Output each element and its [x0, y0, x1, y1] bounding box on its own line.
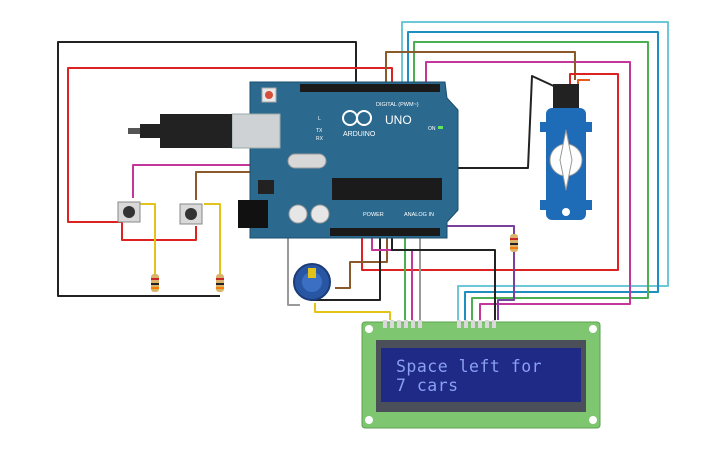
- capacitor-2: [310, 204, 330, 224]
- board-logo-text: ARDUINO: [343, 131, 376, 138]
- wire-blue[interactable]: [407, 31, 659, 320]
- arduino-logo: ARDUINO UNO: [342, 110, 412, 138]
- resistor-3[interactable]: [510, 234, 518, 252]
- wire-yellow-r2[interactable]: [204, 203, 221, 275]
- lcd-pins: [383, 320, 496, 328]
- crystal: [287, 153, 327, 169]
- digital-label: DIGITAL (PWM~): [376, 102, 419, 108]
- on-label: ON: [428, 126, 436, 132]
- digital-header[interactable]: [300, 84, 440, 92]
- lcd-line-1: Space left for: [396, 357, 543, 376]
- wire-red-servo[interactable]: [361, 73, 619, 271]
- wire-yellow-pot[interactable]: [314, 303, 391, 320]
- usb-port: [231, 113, 281, 149]
- power-header[interactable]: [330, 228, 440, 236]
- wire-pink[interactable]: [425, 61, 631, 320]
- wire-orange-servo[interactable]: [577, 79, 590, 88]
- tx-label: TX: [316, 128, 323, 134]
- arduino-board[interactable]: ARDUINO UNO DIGITAL (PWM~) POWER ANALOG …: [231, 81, 459, 239]
- regulator: [258, 180, 274, 194]
- on-led: [438, 126, 443, 129]
- push-button-2[interactable]: [179, 203, 203, 225]
- analog-label: ANALOG IN: [404, 212, 434, 218]
- push-button-1[interactable]: [117, 201, 141, 223]
- rx-label: RX: [316, 136, 324, 142]
- usb-cable: [128, 114, 232, 148]
- wire-black-lcd[interactable]: [391, 232, 496, 320]
- servo-motor[interactable]: [540, 84, 592, 220]
- resistor-2[interactable]: [216, 274, 224, 292]
- wire-gray-pot[interactable]: [287, 232, 300, 306]
- wire-red-btn-loop[interactable]: [121, 222, 197, 241]
- wire-brown-servo[interactable]: [385, 51, 576, 82]
- wire-green[interactable]: [413, 41, 649, 320]
- power-label: POWER: [363, 212, 384, 218]
- resistor-1[interactable]: [151, 274, 159, 292]
- wire-lightblue[interactable]: [401, 21, 669, 320]
- board-model-text: UNO: [385, 113, 412, 127]
- capacitor-1: [288, 204, 308, 224]
- wire-red-top[interactable]: [67, 67, 393, 223]
- l-label: L: [318, 116, 321, 122]
- wire-brown-pot[interactable]: [335, 232, 388, 289]
- potentiometer[interactable]: [293, 263, 331, 301]
- lcd-module[interactable]: [361, 320, 601, 429]
- wire-purple-lcd[interactable]: [497, 250, 515, 320]
- lcd-display-text: Space left for 7 cars: [396, 357, 542, 395]
- reset-button-cap[interactable]: [265, 91, 273, 99]
- lcd-line-2: 7 cars: [396, 376, 459, 395]
- wire-black-pot[interactable]: [310, 232, 381, 301]
- lcd-screen: [381, 348, 581, 402]
- power-jack: [238, 200, 268, 228]
- wire-yellow-r1[interactable]: [140, 203, 156, 275]
- microcontroller-chip: [332, 178, 442, 200]
- wire-black-top[interactable]: [57, 41, 357, 297]
